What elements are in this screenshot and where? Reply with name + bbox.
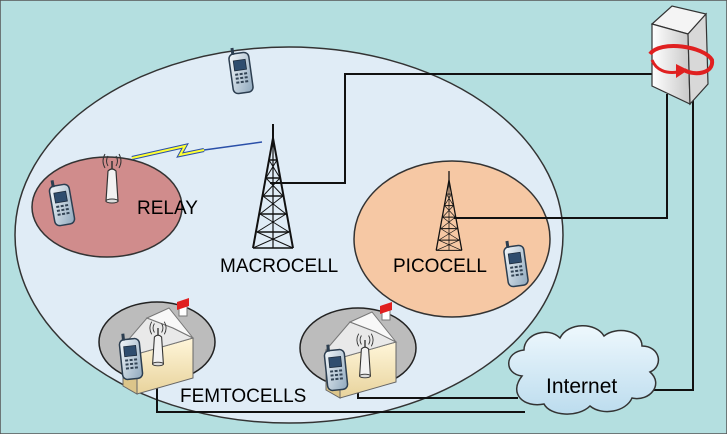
femtocells-label: FEMTOCELLS (180, 386, 306, 407)
server-icon (648, 5, 715, 106)
picocell-coverage (353, 160, 551, 318)
internet-label: Internet (546, 375, 617, 398)
internet-backhaul-line (645, 96, 694, 391)
macro-backhaul-line (270, 73, 668, 184)
lightning-icon (131, 141, 263, 160)
relay-label: RELAY (137, 198, 198, 219)
cloud-icon (508, 325, 660, 415)
pico-backhaul-line (454, 94, 668, 219)
picocell-label: PICOCELL (393, 256, 487, 277)
macrocell-label: MACROCELL (220, 256, 338, 277)
